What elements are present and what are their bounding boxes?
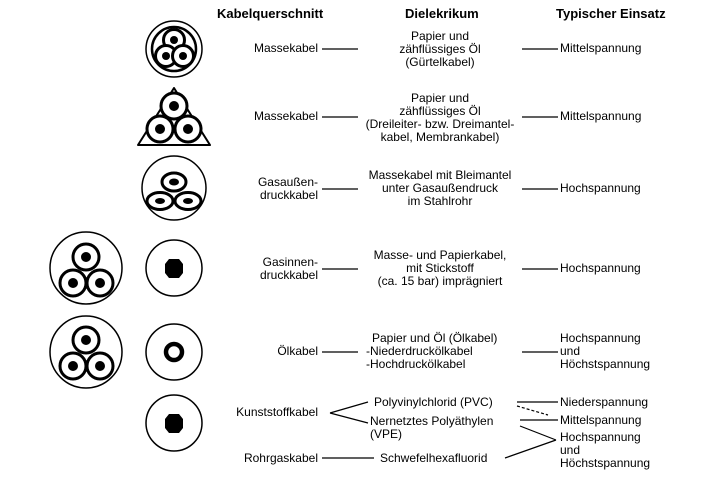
use-mittelspannung: Mittelspannung [560, 413, 642, 427]
cable-name-row1: Massekabel [253, 41, 318, 55]
use-niederspannung: Niederspannung [560, 395, 649, 409]
cable-name-kunststoff: Kunststoffkabel [236, 405, 318, 419]
dielectric-pvc: Polyvinylchlorid (PVC) [374, 395, 493, 409]
dielectric-row4: Masse- und Papierkabel,mit Stickstoff(ca… [373, 248, 507, 288]
use-row3: Hochspannung [560, 181, 641, 195]
cross-section-oelkabel-threecore [49, 315, 123, 389]
cross-section-gasinnendruck-threecore [49, 231, 123, 305]
cross-section-guertelkabel [145, 20, 203, 78]
cable-name-rohrgas: Rohrgaskabel [243, 451, 318, 465]
use-row2: Mittelspannung [560, 109, 642, 123]
header-dielectric: Dielekrikum [405, 6, 479, 21]
use-row1: Mittelspannung [560, 41, 642, 55]
header-cross-section: Kabelquerschnitt [217, 6, 324, 21]
cable-name-row2: Massekabel [253, 109, 318, 123]
cross-section-gasinnendruck-single [145, 239, 203, 297]
cross-section-dreileiterkabel [137, 87, 211, 146]
dielectric-vpe: Nernetztes Polyäthylen(VPE) [370, 414, 494, 441]
cable-name-row5: Ölkabel [277, 344, 318, 358]
cross-section-gasaussendruckkabel [141, 155, 207, 221]
use-row4: Hochspannung [560, 261, 641, 275]
dielectric-sf6: Schwefelhexafluorid [380, 451, 488, 465]
cross-section-kunststoffkabel [145, 394, 203, 452]
dielectric-row5: Papier und Öl (Ölkabel)-Niederdrucköl­ka… [366, 331, 498, 371]
cross-section-oelkabel-single [145, 323, 203, 381]
header-typical-use: Typischer Einsatz [556, 6, 666, 21]
cable-name-row3: Gasaußen-druckkabel [257, 175, 318, 202]
cable-name-row4: Gasinnen-druckkabel [259, 255, 318, 282]
connector-lines [322, 48, 558, 459]
